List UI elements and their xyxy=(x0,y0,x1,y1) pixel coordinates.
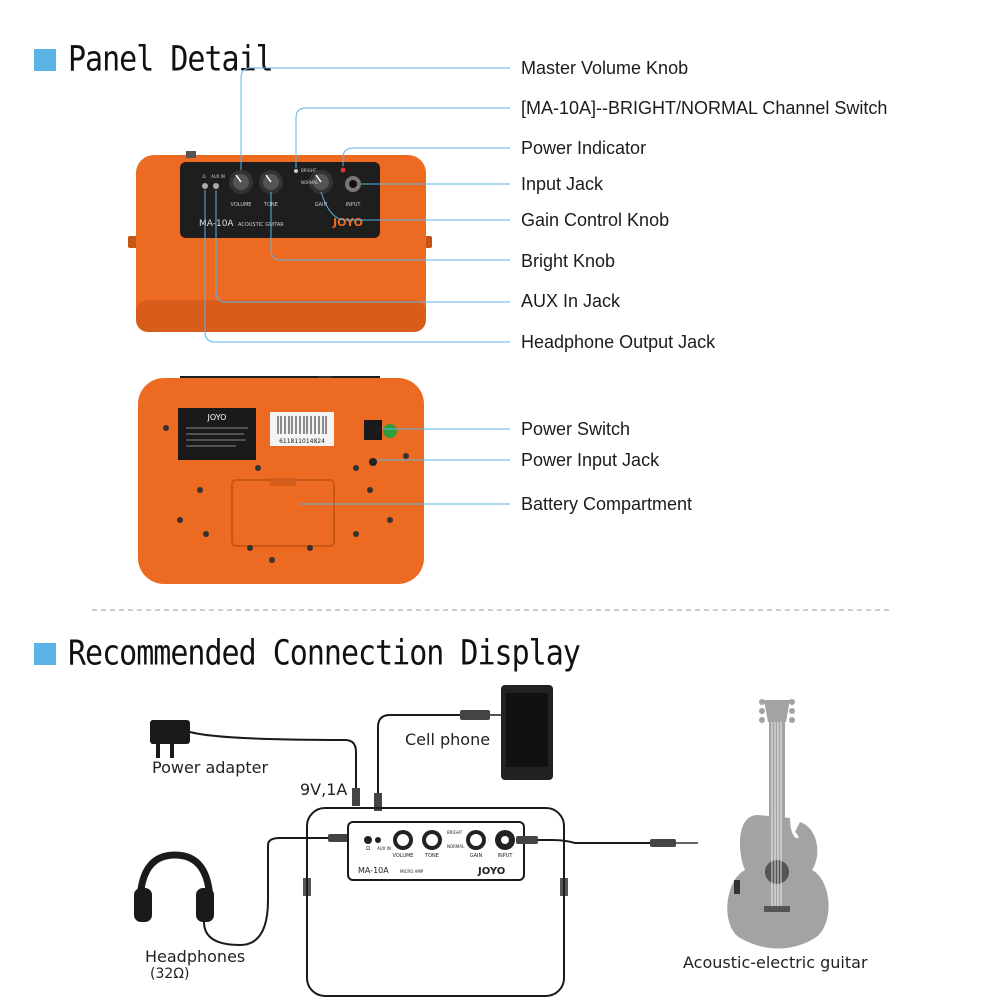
connection-amp: VOLUME TONE GAIN INPUT BRIGHT NORMAL Ω A… xyxy=(303,807,568,997)
back-leader-lines xyxy=(300,428,510,505)
label-headphone: Ω xyxy=(202,174,205,179)
panel-detail-title: Panel Detail xyxy=(34,39,274,80)
conn-label-gain: GAIN xyxy=(470,853,483,859)
headphones-icon xyxy=(134,834,348,947)
label-gain: GAIN xyxy=(315,202,328,208)
label-bright: BRIGHT xyxy=(301,168,317,173)
label-input: INPUT xyxy=(346,202,362,208)
conn-amp-sub: MICRO AMP xyxy=(400,869,424,874)
callout-master-volume: Master Volume Knob xyxy=(521,58,689,78)
power-led xyxy=(340,167,346,173)
callout-power-indicator: Power Indicator xyxy=(521,138,647,158)
conn-label-volume: VOLUME xyxy=(393,853,414,859)
barcode-number: 611811014824 xyxy=(279,438,325,445)
tone-knob xyxy=(259,170,283,194)
amp-model-text: MA-10A xyxy=(199,219,234,229)
conn-label-tone: TONE xyxy=(424,853,439,859)
label-cell-phone: Cell phone xyxy=(405,730,491,749)
label-guitar: Acoustic-electric guitar xyxy=(683,953,868,972)
amp-front-view: VOLUME TONE GAIN INPUT BRIGHT NORMAL Ω A… xyxy=(128,151,432,332)
headphone-jack xyxy=(202,183,208,189)
callout-headphone-out: Headphone Output Jack xyxy=(521,332,716,352)
label-normal: NORMAL xyxy=(301,180,319,185)
amp-model-sub: ACOUSTIC GUITAR xyxy=(238,222,284,228)
label-headphones-impedance: (32Ω) xyxy=(150,966,190,982)
callout-input-jack: Input Jack xyxy=(521,174,604,194)
power-adapter-icon xyxy=(150,720,360,806)
conn-label-bright: BRIGHT xyxy=(447,830,463,835)
callout-gain-knob: Gain Control Knob xyxy=(521,210,670,230)
label-power-adapter: Power adapter xyxy=(152,758,269,777)
title-square-icon xyxy=(34,48,56,71)
volume-knob xyxy=(229,170,253,194)
conn-label-normal: NORMAL xyxy=(447,844,465,849)
back-brand: JOYO xyxy=(207,413,227,422)
conn-label-input: INPUT xyxy=(498,853,514,859)
cell-phone-icon xyxy=(374,685,553,811)
conn-amp-brand: JOYO xyxy=(477,866,505,877)
guitar-cable xyxy=(516,836,698,847)
conn-label-headphone: Ω xyxy=(366,846,370,852)
front-leader-lines xyxy=(204,67,510,343)
acoustic-guitar-icon xyxy=(727,699,829,949)
gain-knob xyxy=(309,170,333,194)
callout-channel-switch: [MA-10A]--BRIGHT/NORMAL Channel Switch xyxy=(521,98,888,118)
callout-power-input: Power Input Jack xyxy=(521,450,660,470)
title-square-icon xyxy=(34,642,56,665)
callout-battery: Battery Compartment xyxy=(521,494,693,514)
aux-jack xyxy=(213,183,219,189)
callout-power-switch: Power Switch xyxy=(521,419,631,439)
callout-aux-in: AUX In Jack xyxy=(521,291,621,311)
label-aux: AUX IN xyxy=(211,174,225,179)
connection-display-title: Recommended Connection Display xyxy=(34,633,581,674)
callout-bright-knob: Bright Knob xyxy=(521,251,616,271)
label-power-spec: 9V,1A xyxy=(300,780,348,799)
power-input-jack xyxy=(369,458,377,466)
amp-back-view: JOYO 611811014824 xyxy=(138,376,424,584)
label-headphones: Headphones xyxy=(145,947,246,966)
conn-label-aux: AUX IN xyxy=(377,846,391,851)
conn-amp-model: MA-10A xyxy=(358,866,389,875)
channel-switch xyxy=(294,169,298,173)
label-volume: VOLUME xyxy=(231,202,252,208)
power-switch xyxy=(364,420,382,440)
